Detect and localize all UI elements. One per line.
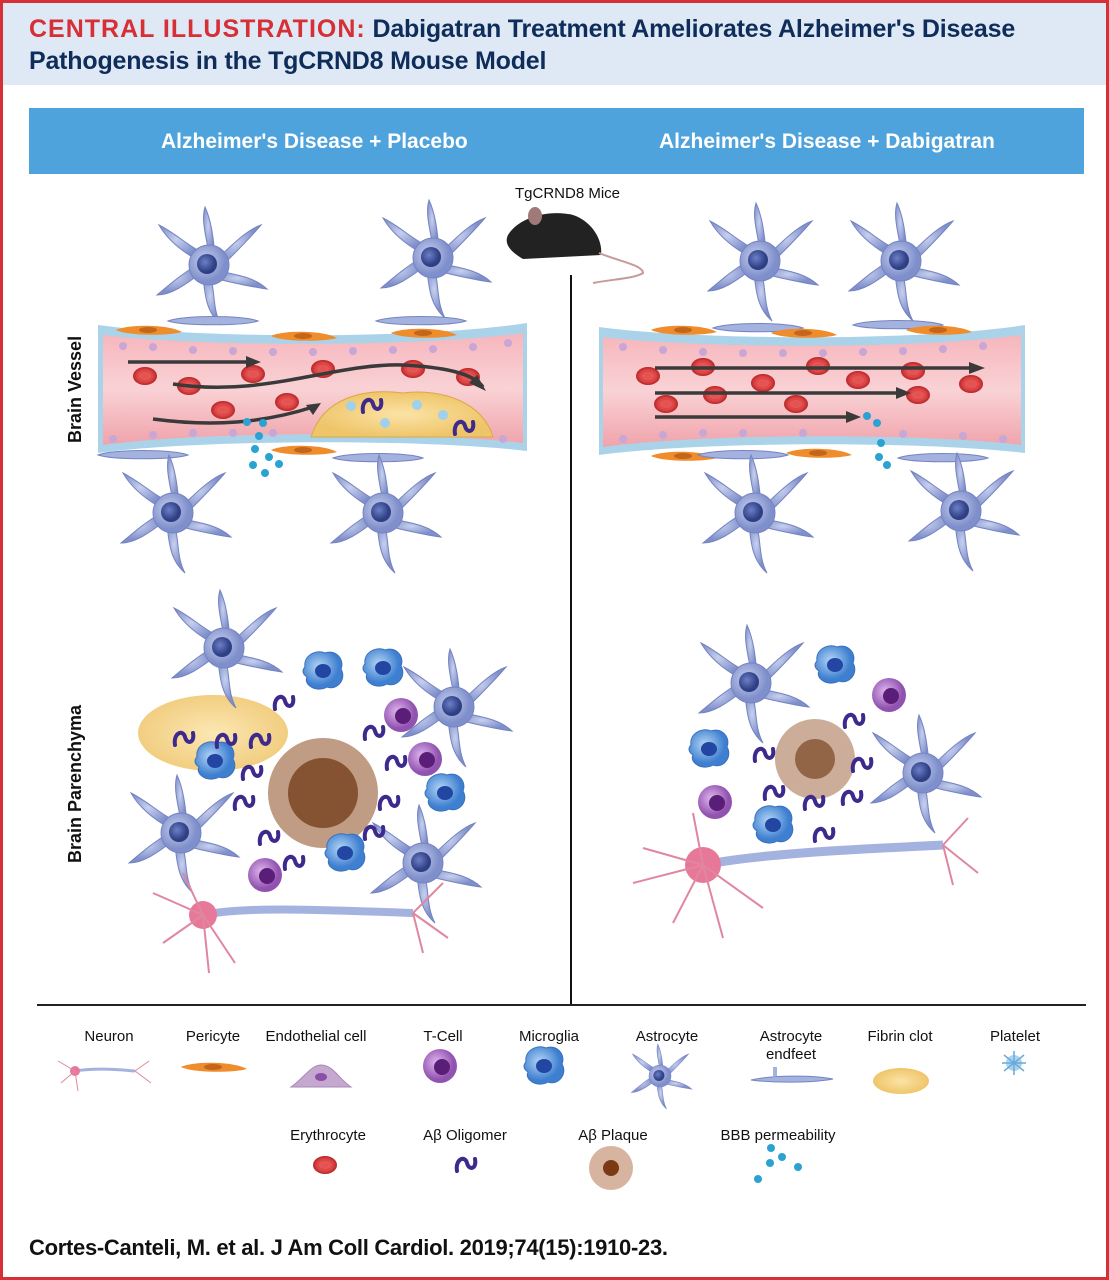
legend-divider xyxy=(37,1004,1086,1006)
legend-label-astrocyte: Astrocyte xyxy=(635,1028,699,1045)
legend-label-microglia: Microglia xyxy=(518,1028,579,1045)
t-cell-icon xyxy=(384,698,418,732)
placebo-parenchyma xyxy=(128,589,513,974)
microglia-icon xyxy=(752,805,794,844)
placebo-label: Alzheimer's Disease + Placebo xyxy=(161,130,468,153)
microglia-icon xyxy=(324,833,366,872)
pericyte-icon xyxy=(271,445,337,455)
citation: Cortes-Canteli, M. et al. J Am Coll Card… xyxy=(29,1235,668,1260)
t-cell-icon xyxy=(872,678,906,712)
dabigatran-label: Alzheimer's Disease + Dabigatran xyxy=(659,130,995,153)
microglia-icon xyxy=(523,1046,565,1085)
title-box: CENTRAL ILLUSTRATION: Dabigatran Treatme… xyxy=(3,3,1106,85)
legend-label-platelet: Platelet xyxy=(989,1028,1041,1045)
abeta-plaque-icon xyxy=(589,1146,633,1190)
neuron-icon xyxy=(152,872,449,974)
bbb-permeability-icon xyxy=(863,412,891,469)
dabigatran-vessel xyxy=(599,202,1025,574)
legend-label-abeta-plaque: Aβ Plaque xyxy=(578,1127,648,1144)
astrocyte-icon xyxy=(698,624,810,744)
abeta-oligomer-icon xyxy=(454,1156,478,1173)
t-cell-icon xyxy=(408,742,442,776)
fibrin-clot-icon xyxy=(138,695,288,771)
astrocyte-icon xyxy=(156,206,268,326)
pericyte-icon xyxy=(786,448,852,458)
condition-banner: Alzheimer's Disease + Placebo Alzheimer'… xyxy=(29,108,1084,174)
microglia-icon xyxy=(362,648,404,687)
legend-label-fibrin-clot: Fibrin clot xyxy=(867,1028,933,1045)
astrocyte-icon xyxy=(370,804,482,924)
placebo-vessel xyxy=(97,199,527,574)
legend-label-pericyte: Pericyte xyxy=(185,1028,241,1045)
legend-label-erythrocyte: Erythrocyte xyxy=(290,1127,366,1144)
legend-label-astrocyte-endfeet: Astrocyte endfeet xyxy=(759,1028,823,1063)
illustration-canvas xyxy=(57,199,1026,1190)
microglia-icon xyxy=(814,645,856,684)
astrocyte-icon xyxy=(702,454,814,574)
panel-divider xyxy=(570,275,572,1005)
fibrin-clot-icon xyxy=(310,391,494,438)
legend-label-tcell: T-Cell xyxy=(423,1028,463,1045)
astrocyte-endfeet-icon xyxy=(897,453,989,463)
astrocyte-icon xyxy=(120,454,232,574)
astrocyte-endfeet-icon xyxy=(697,450,789,460)
title-lead: CENTRAL ILLUSTRATION: xyxy=(29,15,366,43)
astrocyte-icon xyxy=(330,454,442,574)
platelet-icon xyxy=(1002,1051,1026,1075)
title-text: Dabigatran Treatment Ameliorates Alzheim… xyxy=(29,15,1016,75)
astrocyte-icon xyxy=(848,202,960,322)
microglia-icon xyxy=(688,729,730,768)
erythrocyte-icon xyxy=(313,1156,337,1174)
dabigatran-parenchyma xyxy=(632,624,982,939)
legend-icons xyxy=(57,1043,1026,1190)
figure-title: CENTRAL ILLUSTRATION: Dabigatran Treatme… xyxy=(29,13,1089,77)
pericyte-icon xyxy=(181,1062,247,1072)
t-cell-icon xyxy=(698,785,732,819)
mice-label: TgCRND8 Mice xyxy=(515,185,621,202)
mouse-icon xyxy=(506,207,645,284)
microglia-icon xyxy=(302,651,344,690)
microglia-icon xyxy=(424,773,466,812)
neuron-icon xyxy=(57,1060,152,1092)
astrocyte-endfeet-icon xyxy=(750,1067,834,1083)
t-cell-icon xyxy=(423,1049,457,1083)
abeta-plaque-icon xyxy=(775,719,855,799)
astrocyte-icon xyxy=(380,199,492,319)
microglia-icon xyxy=(194,741,236,780)
abeta-plaque-icon xyxy=(268,738,378,848)
bbb-permeability-icon xyxy=(754,1144,802,1183)
legend-label-endothelial: Endothelial cell xyxy=(265,1028,367,1045)
neuron-icon xyxy=(632,812,979,939)
astrocyte-endfeet-icon xyxy=(375,316,467,326)
legend-label-neuron: Neuron xyxy=(84,1028,134,1045)
legend-label-abeta-oligomer: Aβ Oligomer xyxy=(423,1127,507,1144)
legend-label-bbb-permeability: BBB permeability xyxy=(720,1127,836,1144)
bbb-permeability-icon xyxy=(243,418,283,477)
astrocyte-endfeet-icon xyxy=(97,450,189,460)
astrocyte-icon xyxy=(631,1043,693,1110)
astrocyte-icon xyxy=(870,714,982,834)
endothelial-cell-icon xyxy=(289,1064,353,1088)
astrocyte-endfeet-icon xyxy=(167,316,259,326)
t-cell-icon xyxy=(248,858,282,892)
astrocyte-icon xyxy=(908,452,1020,572)
fibrin-clot-icon xyxy=(873,1068,929,1094)
astrocyte-icon xyxy=(171,589,283,709)
astrocyte-icon xyxy=(707,202,819,322)
